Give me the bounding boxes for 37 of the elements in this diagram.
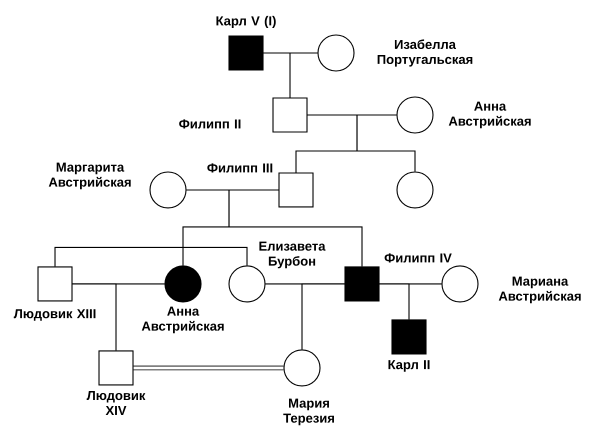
female-circle: [149, 171, 187, 209]
male-square: [391, 319, 427, 355]
male-square: [278, 172, 314, 208]
male-square: [37, 266, 73, 302]
male-square: [98, 350, 134, 386]
name-label: Людовик XIV: [86, 391, 146, 415]
name-label: Анна Австрийская: [142, 306, 224, 334]
descent-line: [308, 114, 416, 172]
female-circle: [283, 349, 321, 387]
female-circle: [164, 265, 202, 303]
male-square: [272, 97, 308, 133]
name-label: Изабелла Португальская: [378, 39, 472, 67]
descent-line: [301, 283, 344, 350]
descent-line: [72, 283, 117, 350]
name-label: Филипп III: [207, 163, 272, 173]
female-circle: [317, 34, 355, 72]
female-circle: [396, 96, 434, 134]
name-label: Мариана Австрийская: [498, 276, 581, 304]
male-square: [344, 266, 380, 302]
female-circle: [228, 265, 266, 303]
name-label: Филипп IV: [384, 253, 452, 263]
name-label: Карл V (I): [216, 16, 276, 28]
name-label: Анна Австрийская: [448, 102, 531, 128]
female-circle: [441, 265, 479, 303]
name-label: Людовик XIII: [14, 309, 96, 321]
descent-line: [380, 283, 410, 320]
descent-line: [228, 189, 363, 266]
marriage-line: [134, 366, 284, 370]
sibling-line: [54, 246, 248, 266]
name-label: Филипп II: [179, 119, 240, 129]
male-square: [228, 35, 264, 71]
name-label: Елизавета Бурбон: [259, 242, 326, 268]
name-label: Карл II: [388, 360, 430, 372]
descent-line: [264, 52, 291, 98]
name-label: Мария Терезия: [283, 398, 334, 426]
name-label: Маргарита Австрийская: [48, 162, 131, 190]
female-circle: [396, 171, 434, 209]
